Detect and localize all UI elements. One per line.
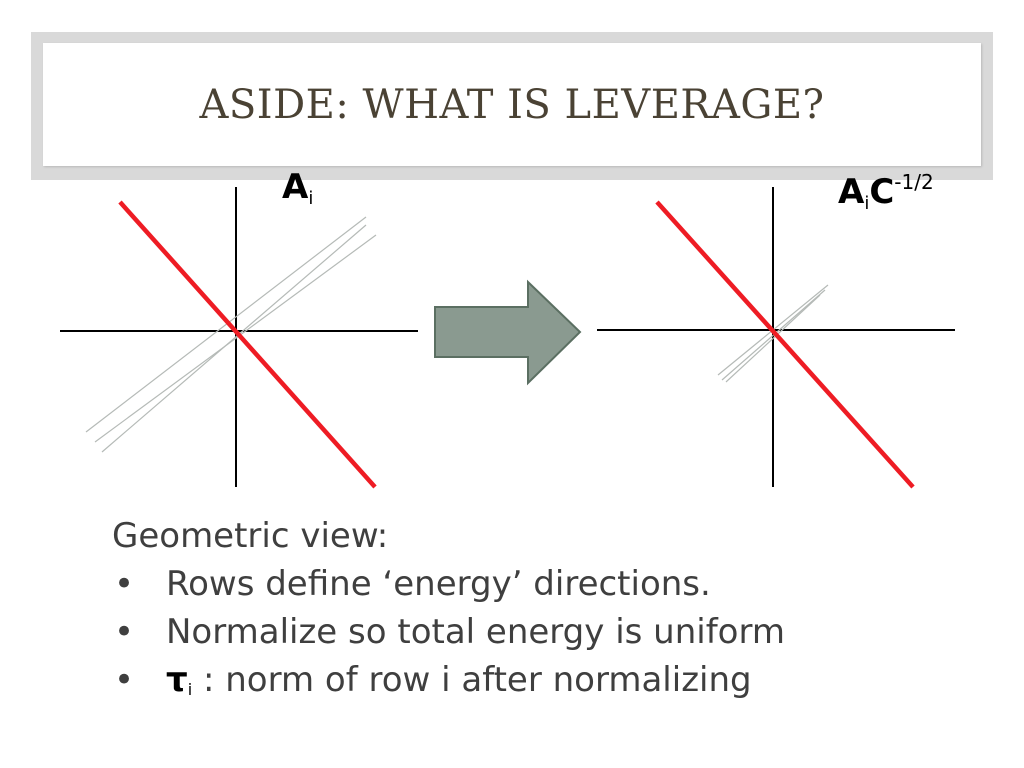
label-right-sub: i <box>864 193 870 214</box>
right-row-line <box>725 294 821 383</box>
label-right-mid: C <box>869 172 895 212</box>
left-row-line <box>94 234 377 443</box>
left-row-line <box>85 216 367 433</box>
transform-arrow <box>434 279 582 386</box>
title-box: ASIDE: WHAT IS LEVERAGE? <box>43 43 981 166</box>
tau-symbol: τi <box>166 660 192 700</box>
label-a-i: Ai <box>282 170 313 208</box>
bullet-marker: • <box>114 564 135 604</box>
bullet-text: Normalize so total energy is uniform <box>166 612 785 652</box>
left-row-line <box>101 224 367 453</box>
right-red-line <box>655 200 915 489</box>
bullet-item: • τi : norm of row i after normalizing <box>112 656 992 714</box>
right-plot <box>597 187 955 489</box>
bullet-text: Rows define ‘energy’ directions. <box>166 564 711 604</box>
bullet-item: • Rows define ‘energy’ directions. <box>112 560 992 608</box>
slide-title: ASIDE: WHAT IS LEVERAGE? <box>199 81 825 128</box>
left-red-line <box>118 200 377 489</box>
label-a-i-sub: i <box>308 188 314 209</box>
label-right-base: A <box>838 172 865 212</box>
label-a-i-base: A <box>282 167 309 207</box>
label-a-i-c-inv-sqrt: AiC-1/2 <box>838 172 934 213</box>
tau-char: τ <box>166 660 188 700</box>
tau-sub: i <box>187 680 193 699</box>
bullet-text: : norm of row i after normalizing <box>192 660 752 700</box>
body-heading: Geometric view: <box>112 516 389 556</box>
left-row-lines <box>85 216 377 453</box>
bullet-marker: • <box>114 612 135 652</box>
leverage-diagram <box>60 187 955 489</box>
left-plot <box>60 187 418 489</box>
bullet-marker: • <box>114 660 135 700</box>
bullet-item: • Normalize so total energy is uniform <box>112 608 992 656</box>
body-text: Geometric view: • Rows define ‘energy’ di… <box>112 512 992 714</box>
bullet-list: • Rows define ‘energy’ directions. • Norma… <box>112 560 992 714</box>
label-right-sup: -1/2 <box>894 170 934 194</box>
